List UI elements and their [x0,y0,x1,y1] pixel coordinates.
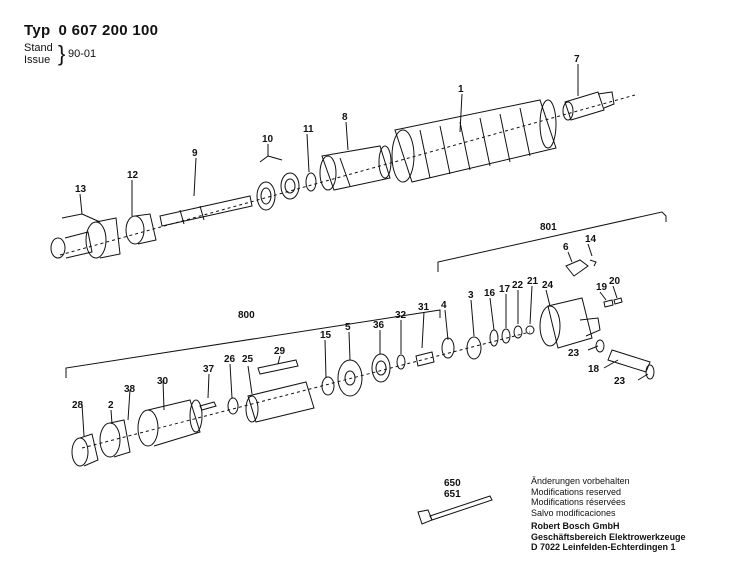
company-division: Geschäftsbereich Elektrowerkzeuge [531,531,686,542]
part-1-housing [391,99,557,183]
part-5-plate [337,359,363,397]
label-part-1: 1 [458,84,464,95]
part-36-bearing [371,353,391,383]
label-part-38: 38 [124,384,136,395]
label-part-37: 37 [203,364,215,375]
part-26-ring [227,397,239,415]
label-part-19: 19 [596,282,608,293]
part-14-screw [589,259,597,267]
lower-axis-line [81,331,531,449]
part-18-shaft [607,349,651,373]
label-part-32: 32 [395,310,407,321]
part-19-screw [603,299,614,308]
part-15-ring [321,376,335,396]
label-group-800: 800 [238,310,255,321]
leader-lines [61,64,649,437]
label-part-30: 30 [157,376,169,387]
type-title: Typ 0 607 200 100 [24,22,166,39]
part-12-ring [125,213,157,245]
part-29-blades [257,359,299,375]
typ-label: Typ [24,22,51,39]
type-number: 0 607 200 100 [58,22,159,39]
label-part-16: 16 [484,288,496,299]
part-17-washer [501,328,511,344]
part-2-nut [99,419,131,458]
part-3-ring [466,336,482,360]
label-group-801: 801 [540,222,557,233]
part-23-ring-b [645,364,655,380]
label-part-3: 3 [468,290,474,301]
part-24-angle-head [539,297,601,349]
label-part-23-b: 23 [614,376,626,387]
label-part-31: 31 [418,302,430,313]
label-part-36: 36 [373,320,385,331]
label-part-12: 12 [127,170,139,181]
tools-labels: 650 651 [444,478,461,500]
stand-label: Stand [24,42,53,54]
part-30-cylinder [137,399,203,447]
issue-label: Issue [24,54,51,66]
label-part-8: 8 [342,112,348,123]
label-tool-650: 650 [444,478,461,489]
group-800-bracket [65,309,441,378]
label-part-7: 7 [574,54,580,65]
label-part-25: 25 [242,354,254,365]
label-part-18: 18 [588,364,600,375]
label-part-10: 10 [262,134,274,145]
label-part-20: 20 [609,276,621,287]
part-8-sleeve [319,145,392,191]
part-25-rotor [245,381,315,423]
label-part-4: 4 [441,300,447,311]
part-32-washer [396,354,406,370]
label-part-29: 29 [274,346,286,357]
note-en: Modifications reserved [531,486,622,497]
part-23-ring-a [595,339,605,353]
label-part-24: 24 [542,280,554,291]
label-part-2: 2 [108,400,114,411]
wrench-650-651 [417,495,493,525]
part-6-cover [565,259,589,277]
label-part-11: 11 [303,124,314,135]
part-7-chuck [562,91,615,121]
label-part-5: 5 [345,322,351,333]
note-es: Salvo modificaciones [531,507,616,518]
brace-icon: } [58,41,66,66]
header: Typ 0 607 200 100 Stand Issue } 90-01 [24,22,166,66]
company-address: D 7022 Leinfelden-Echterdingen 1 [531,542,676,553]
label-part-23-a: 23 [568,348,580,359]
label-part-13: 13 [75,184,87,195]
group-801-bracket [437,211,667,272]
label-part-26: 26 [224,354,236,365]
part-37-pin [199,401,217,411]
label-part-22: 22 [512,280,524,291]
part-13-nuts [50,217,121,259]
label-part-17: 17 [499,284,511,295]
part-11-ring [305,172,317,192]
company-info: Robert Bosch GmbH Geschäftsbereich Elekt… [531,521,686,553]
label-part-6: 6 [563,242,569,253]
label-part-15: 15 [320,330,332,341]
part-16-washer [489,329,499,347]
label-part-21: 21 [527,276,539,287]
issue-value: 90-01 [68,48,97,60]
part-21-ball [525,325,535,335]
company-name: Robert Bosch GmbH [531,521,620,531]
part-22-washer [513,325,523,339]
label-part-14: 14 [585,234,597,245]
part-20-screw [613,297,623,305]
part-31-screw [415,351,435,367]
modification-notes: Änderungen vorbehalten Modifications res… [531,476,630,518]
label-tool-651: 651 [444,489,461,500]
note-de: Änderungen vorbehalten [531,476,630,486]
note-fr: Modifications réservées [531,497,626,508]
part-4-ring [441,337,455,359]
stand-issue: Stand Issue } 90-01 [24,42,96,67]
label-part-9: 9 [192,148,198,159]
part-28-ring [71,433,99,467]
part-10-bearings [256,172,300,211]
label-part-28: 28 [72,400,84,411]
part-9-spindle [159,195,253,227]
